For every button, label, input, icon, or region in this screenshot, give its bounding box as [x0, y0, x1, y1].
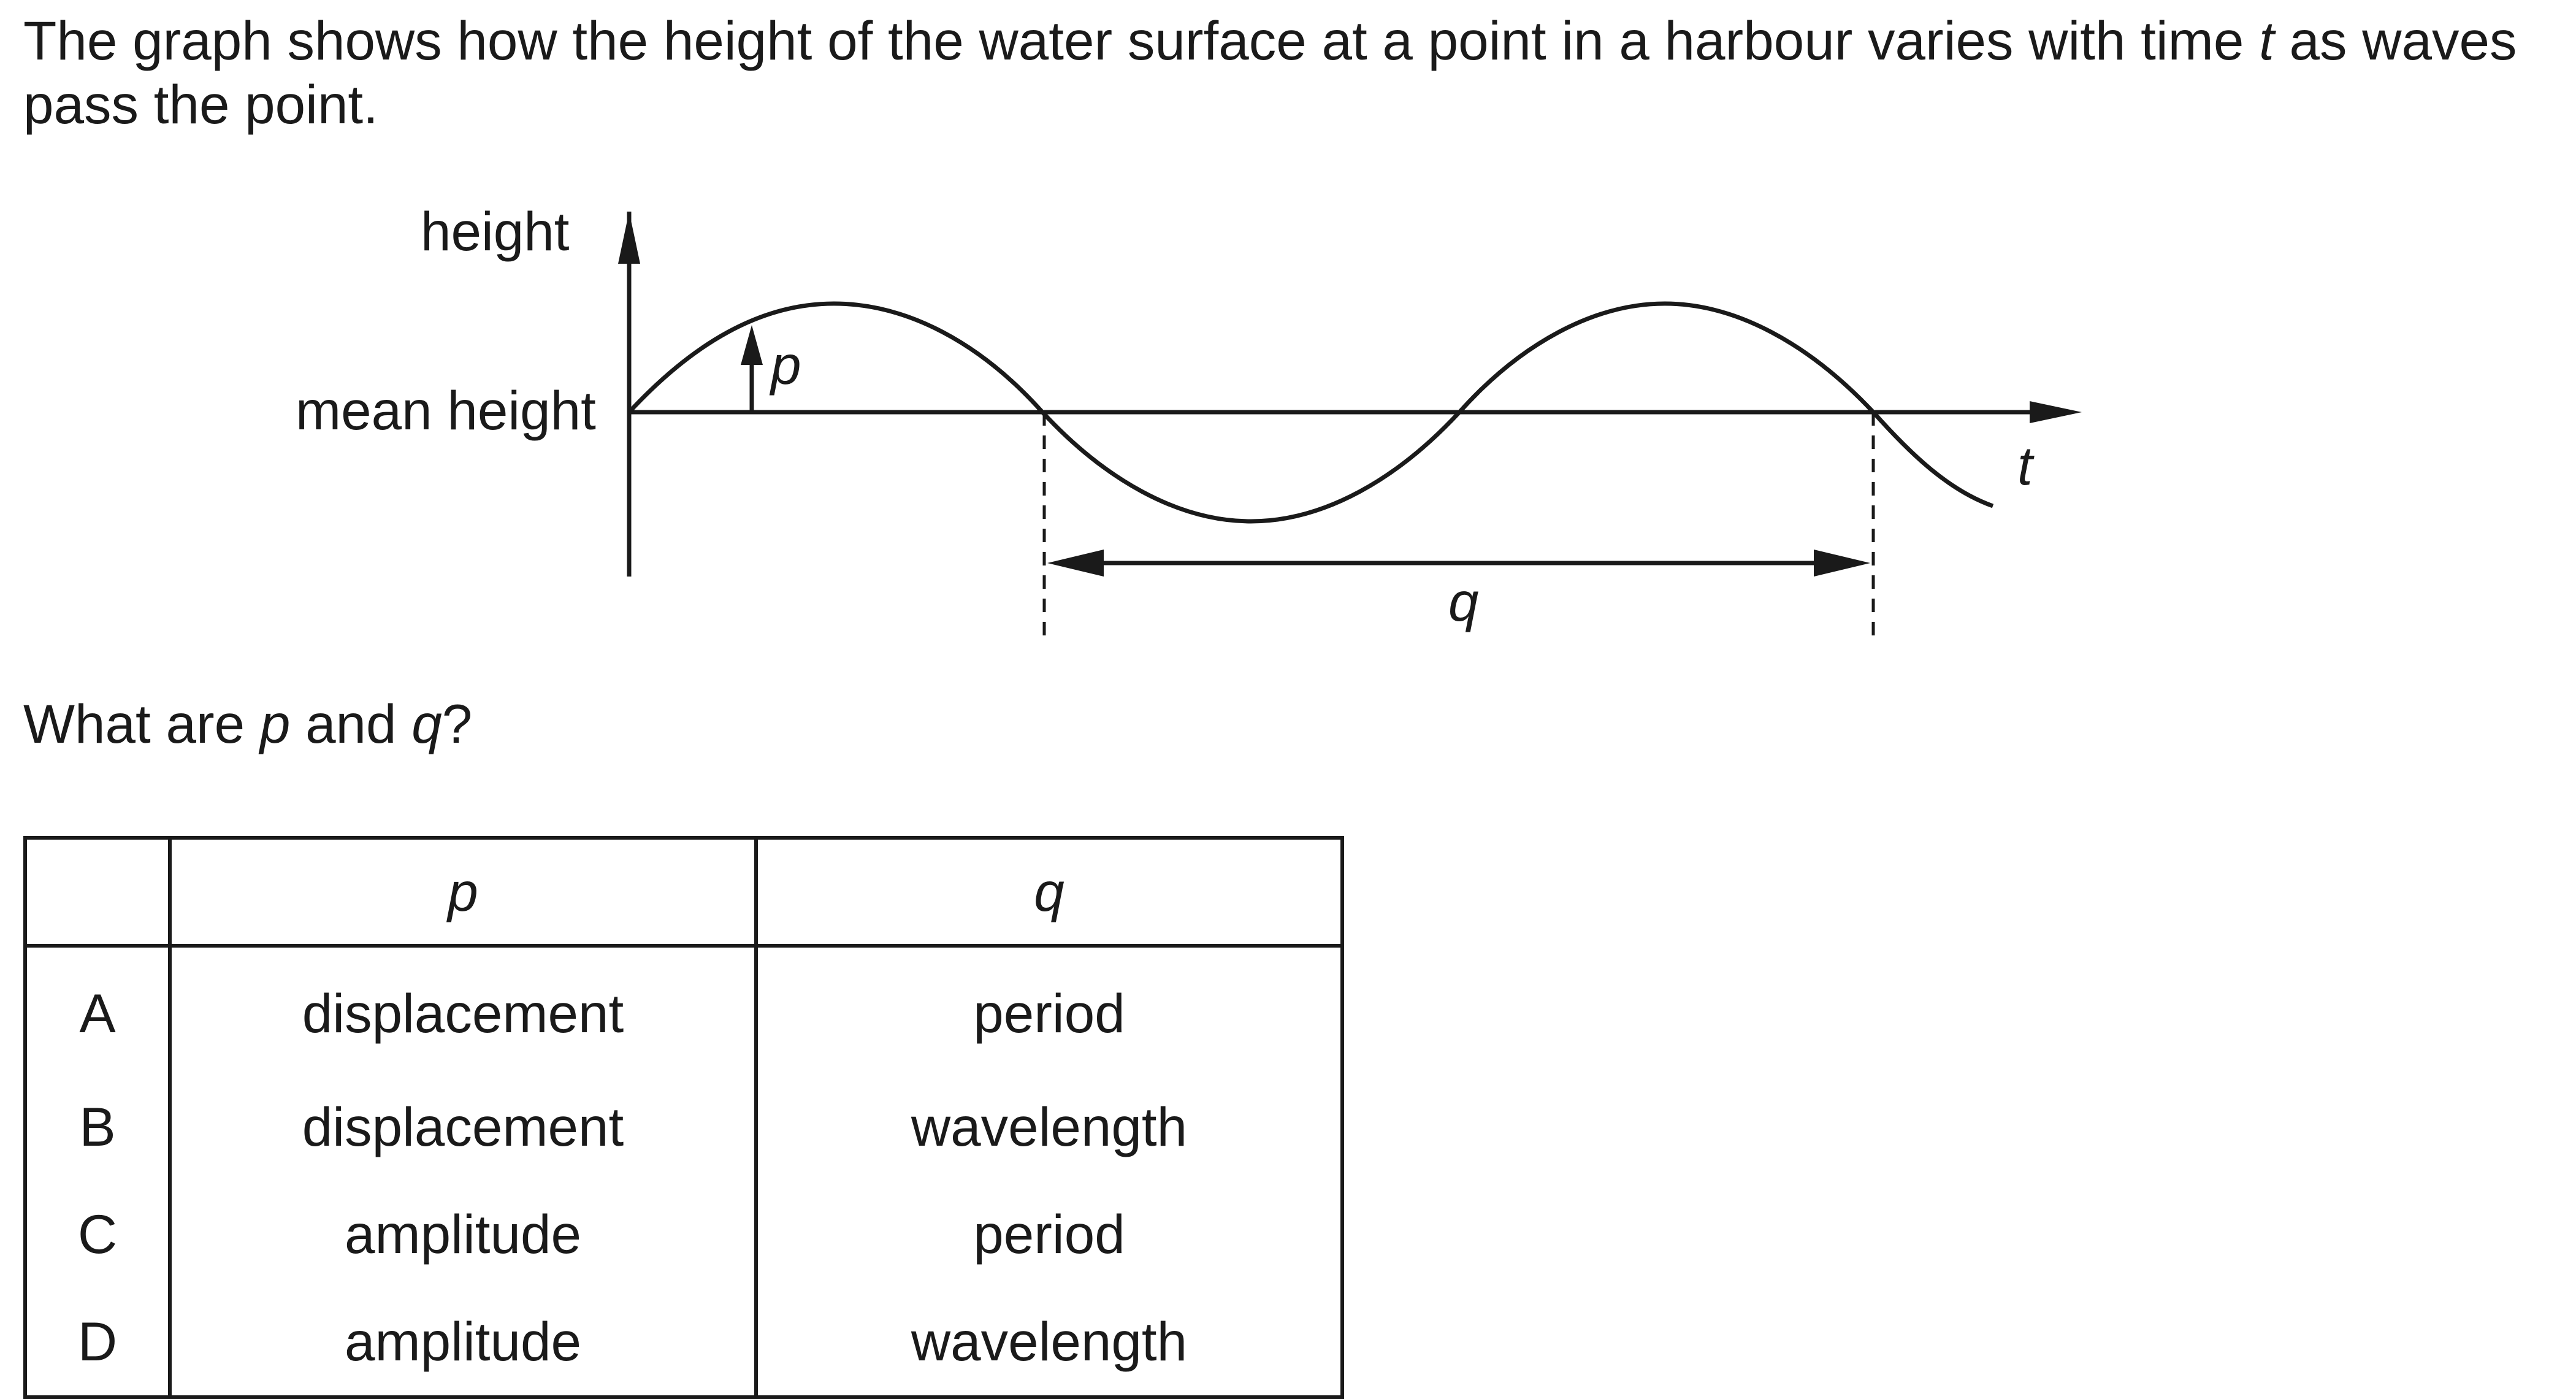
- q-label: q: [1448, 571, 1479, 632]
- answer-row-c[interactable]: C amplitude period: [23, 1181, 1344, 1288]
- question-text: What are p and q?: [23, 692, 472, 756]
- answer-table: p q A displacement period B displacement…: [23, 836, 1344, 1399]
- option-p: amplitude: [168, 1288, 758, 1397]
- question-intro: The graph shows how the height of the wa…: [23, 9, 2537, 136]
- question-start: What are: [23, 693, 245, 754]
- height-axis-label: height: [421, 201, 570, 262]
- option-q: wavelength: [754, 1073, 1344, 1181]
- time-axis-label: t: [2017, 435, 2035, 496]
- mean-height-label: mean height: [296, 380, 596, 441]
- wave-curve: [627, 301, 1994, 524]
- option-p: displacement: [168, 946, 758, 1073]
- answer-row-a[interactable]: A displacement period: [23, 946, 1344, 1073]
- p-arrow-head-icon: [741, 325, 763, 365]
- question-mark: ?: [441, 693, 473, 754]
- header-p: p: [168, 838, 758, 948]
- option-letter: A: [23, 946, 172, 1073]
- header-empty-cell: [23, 838, 172, 948]
- option-letter: C: [23, 1181, 172, 1288]
- option-q: period: [754, 1181, 1344, 1288]
- option-letter: B: [23, 1073, 172, 1181]
- answer-row-b[interactable]: B displacement wavelength: [23, 1073, 1344, 1181]
- table-header-row: p q: [23, 838, 1344, 948]
- intro-text-start: The graph shows how the height of the wa…: [23, 10, 2244, 71]
- option-letter: D: [23, 1288, 172, 1397]
- q-arrow-right-head-icon: [1814, 550, 1870, 577]
- intro-t-symbol: t: [2259, 10, 2274, 71]
- p-label: p: [769, 334, 801, 396]
- time-axis-arrow-icon: [2030, 401, 2082, 423]
- option-p: amplitude: [168, 1181, 758, 1288]
- header-q: q: [754, 838, 1344, 948]
- option-q: wavelength: [754, 1288, 1344, 1397]
- answer-row-d[interactable]: D amplitude wavelength: [23, 1288, 1344, 1397]
- wave-graph: p q height mean height t: [296, 201, 2082, 638]
- intro-text-end: as waves pass the point.: [23, 10, 2517, 135]
- option-q: period: [754, 946, 1344, 1073]
- height-axis-arrow-icon: [618, 212, 640, 264]
- q-arrow-left-head-icon: [1047, 550, 1104, 577]
- question-p: p: [259, 693, 291, 754]
- question-and: and: [305, 693, 397, 754]
- option-p: displacement: [168, 1073, 758, 1181]
- question-q: q: [411, 693, 442, 754]
